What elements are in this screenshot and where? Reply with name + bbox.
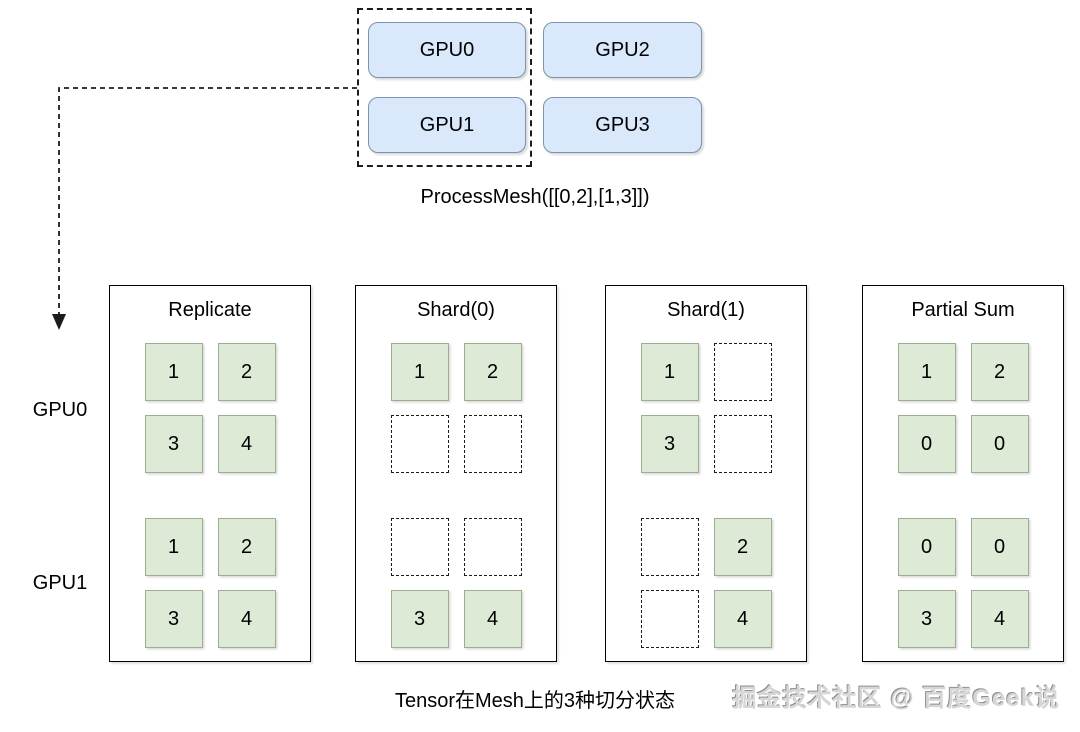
tensor-cell: 1 xyxy=(640,343,699,401)
empty-shard-cell xyxy=(390,518,449,576)
tensor-cell: 3 xyxy=(144,415,203,473)
mesh-gpu3-box: GPU3 xyxy=(543,97,702,153)
empty-shard-cell xyxy=(713,343,772,401)
tensor-cell: 4 xyxy=(970,590,1029,648)
tensor-cell: 3 xyxy=(897,590,956,648)
tensor-cell: 0 xyxy=(897,518,956,576)
tensor-cell: 3 xyxy=(390,590,449,648)
state-box-title: Shard(0) xyxy=(417,299,495,321)
tensor-cell: 0 xyxy=(897,415,956,473)
tensor-cell: 0 xyxy=(970,518,1029,576)
state-box-title: Replicate xyxy=(168,299,252,321)
tensor-cell: 1 xyxy=(144,343,203,401)
tensor-cell: 2 xyxy=(217,518,276,576)
mesh-gpu2-box: GPU2 xyxy=(543,22,702,78)
arrowhead-down-icon xyxy=(52,314,66,330)
state-box-title: Partial Sum xyxy=(911,299,1015,321)
tensor-cell: 4 xyxy=(217,590,276,648)
tensor-cell: 2 xyxy=(970,343,1029,401)
tensor-cell: 1 xyxy=(897,343,956,401)
row-label-gpu0: GPU0 xyxy=(32,399,88,421)
process-mesh-expression: ProcessMesh([[0,2],[1,3]]) xyxy=(420,186,650,208)
mesh-gpu3-label: GPU3 xyxy=(595,113,650,136)
tensor-cell: 2 xyxy=(217,343,276,401)
tensor-cell: 3 xyxy=(144,590,203,648)
empty-shard-cell xyxy=(463,415,522,473)
figure-caption: Tensor在Mesh上的3种切分状态 xyxy=(394,690,676,712)
tensor-cell: 0 xyxy=(970,415,1029,473)
watermark-text: 掘金技术社区 @ 百度Geek说 xyxy=(732,685,1060,712)
mesh-gpu1-label: GPU1 xyxy=(419,113,475,136)
mesh-gpu2-label: GPU2 xyxy=(595,38,650,61)
mesh-gpu1-box: GPU1 xyxy=(368,97,526,153)
tensor-cell: 2 xyxy=(463,343,522,401)
tensor-cell: 2 xyxy=(713,518,772,576)
mesh-gpu0-label: GPU0 xyxy=(419,38,475,61)
empty-shard-cell xyxy=(390,415,449,473)
empty-shard-cell xyxy=(713,415,772,473)
empty-shard-cell xyxy=(463,518,522,576)
process-mesh-column-outline xyxy=(357,8,532,167)
row-label-gpu1: GPU1 xyxy=(32,572,88,594)
mesh-gpu0-box: GPU0 xyxy=(368,22,526,78)
empty-shard-cell xyxy=(640,590,699,648)
tensor-cell: 4 xyxy=(463,590,522,648)
tensor-cell: 1 xyxy=(390,343,449,401)
state-box-title: Shard(1) xyxy=(667,299,745,321)
tensor-cell: 4 xyxy=(713,590,772,648)
tensor-cell: 3 xyxy=(640,415,699,473)
tensor-cell: 1 xyxy=(144,518,203,576)
empty-shard-cell xyxy=(640,518,699,576)
tensor-cell: 4 xyxy=(217,415,276,473)
